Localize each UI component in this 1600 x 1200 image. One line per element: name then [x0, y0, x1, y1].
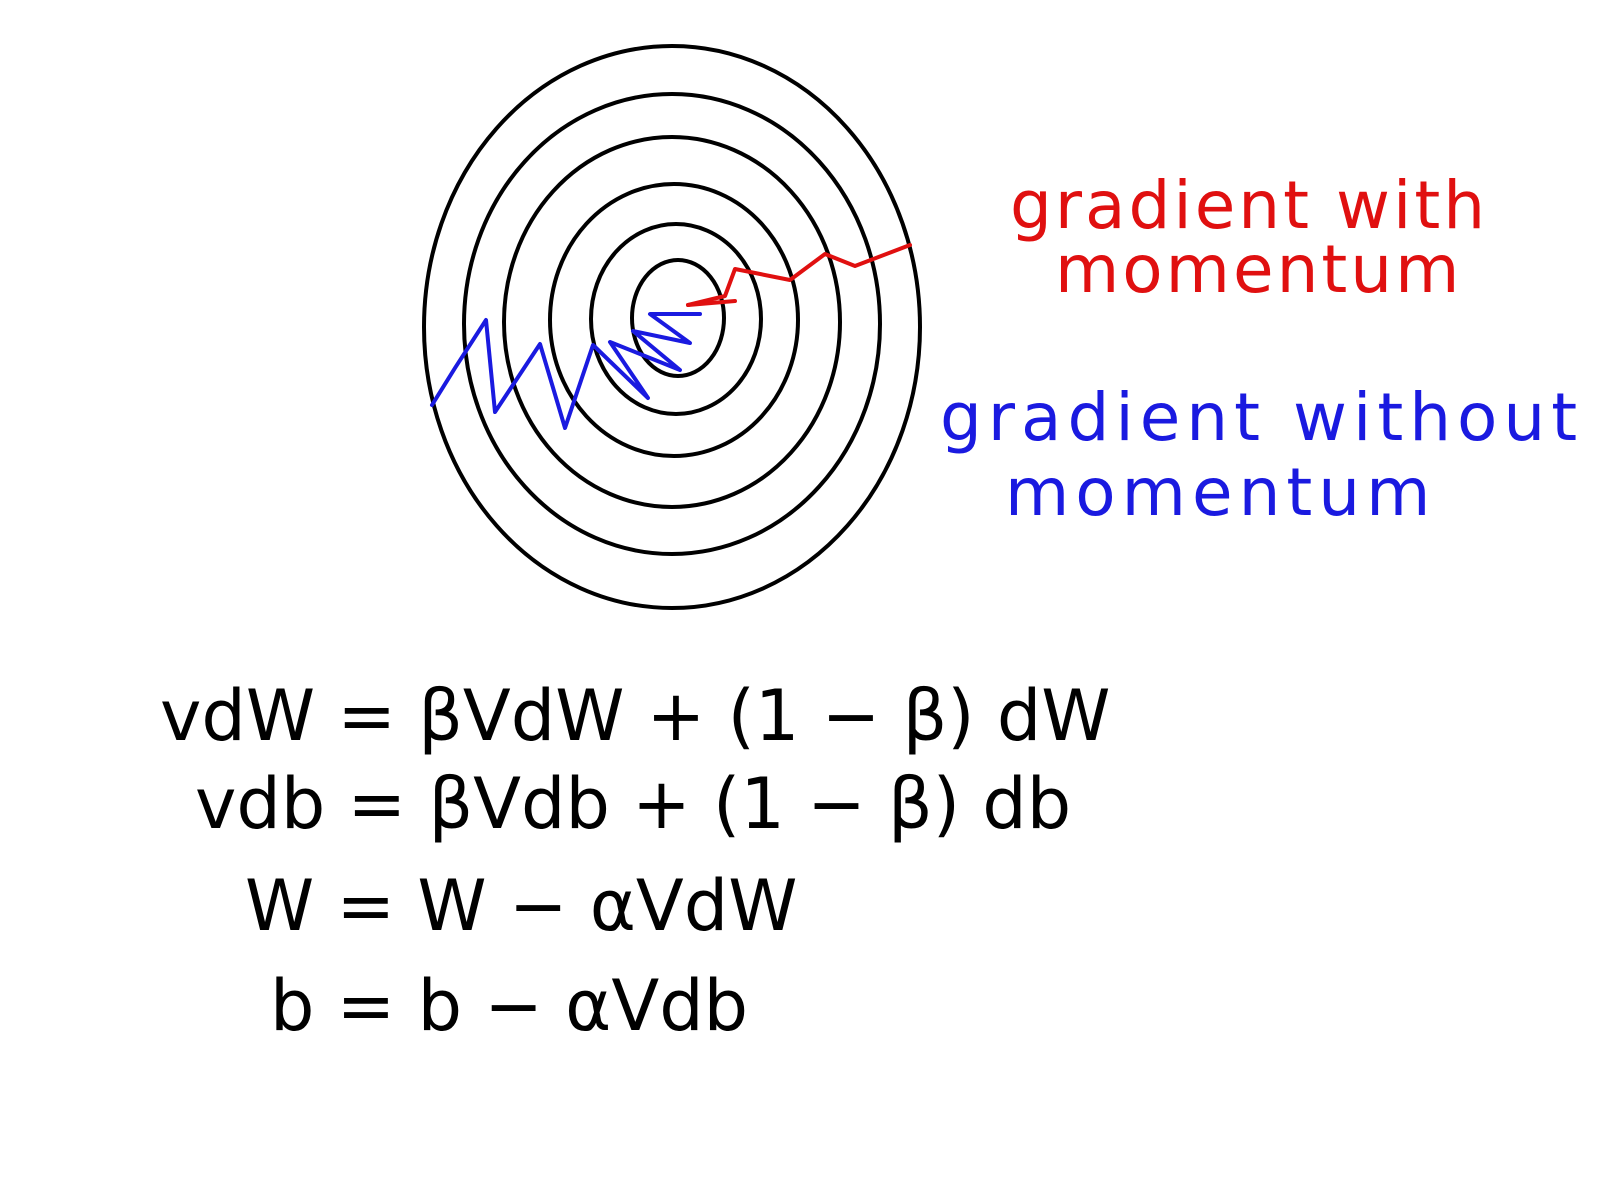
contour-ring-5	[589, 222, 763, 416]
label-without-momentum-line2: momentum	[1005, 454, 1436, 531]
equation-w-update: W = W − αVdW	[245, 865, 797, 947]
equation-b-update: b = b − αVdb	[270, 965, 748, 1047]
contour-ring-3	[502, 135, 842, 509]
contour-ring-6	[630, 258, 726, 378]
path-with-momentum	[686, 243, 912, 307]
equation-vdw: vdW = βVdW + (1 − β) dW	[160, 675, 1110, 757]
label-with-momentum-line2: momentum	[1055, 231, 1462, 308]
contour-ring-4	[548, 182, 800, 458]
contour-lines	[422, 44, 922, 610]
label-with-momentum-line1: gradient with	[1010, 167, 1488, 244]
contour-ring-1	[422, 44, 922, 610]
label-without-momentum-line1: gradient without	[940, 379, 1583, 456]
contour-ring-2	[462, 92, 882, 556]
path-with-momentum-start	[686, 299, 737, 307]
equation-vdb: vdb = βVdb + (1 − β) db	[195, 763, 1071, 845]
path-without-momentum	[430, 312, 702, 430]
